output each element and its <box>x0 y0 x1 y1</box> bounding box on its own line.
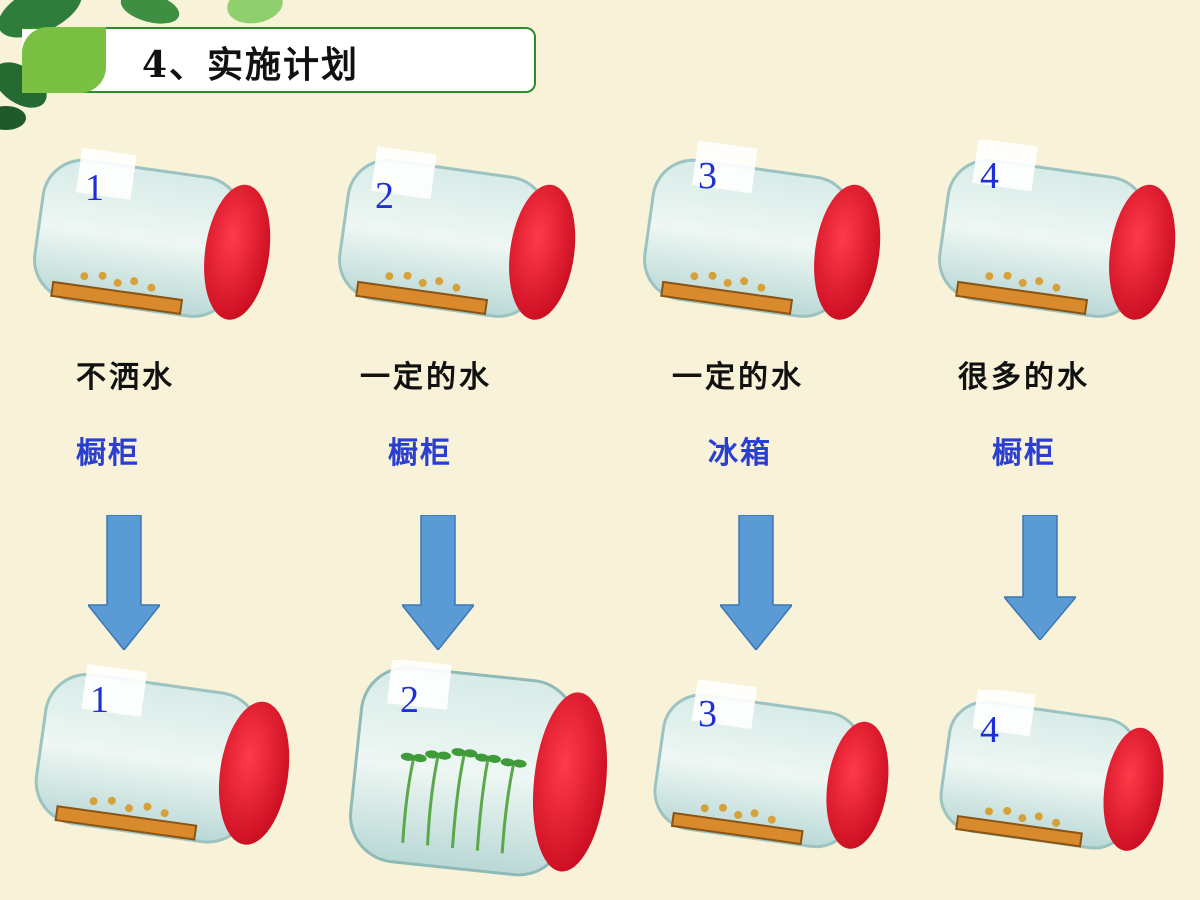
leaf-decoration <box>0 0 283 130</box>
bottom-jar-2: 2 <box>340 660 610 895</box>
location-label: 橱柜 <box>992 436 1056 471</box>
down-arrow-icon <box>1004 515 1076 640</box>
location-label: 橱柜 <box>388 436 452 471</box>
jar-number: 3 <box>698 693 717 735</box>
jar-icon: 2 <box>348 660 608 877</box>
jar-number: 3 <box>698 155 717 197</box>
location-label: 冰箱 <box>708 436 772 471</box>
down-arrow-icon <box>720 515 792 650</box>
location-label: 橱柜 <box>76 436 140 471</box>
bottom-jar-3: 3 <box>640 680 900 870</box>
jar-icon: 1 <box>33 147 271 320</box>
jar-icon: 4 <box>938 140 1176 320</box>
jar-number: 2 <box>400 679 419 721</box>
down-arrow-icon <box>88 515 160 650</box>
jar-icon: 2 <box>338 146 576 320</box>
down-arrow-icon <box>402 515 474 650</box>
slide-title: 4、实施计划 <box>142 44 360 86</box>
condition-label: 一定的水 <box>360 360 492 395</box>
top-jar-1: 1 <box>20 140 280 340</box>
condition-label: 一定的水 <box>672 360 804 395</box>
bottom-jar-4: 4 <box>928 690 1178 870</box>
jar-icon: 3 <box>643 140 881 320</box>
jar-number: 4 <box>980 155 999 197</box>
bottom-jar-1: 1 <box>20 660 300 860</box>
jar-icon: 1 <box>34 663 290 845</box>
jar-icon: 3 <box>653 680 889 849</box>
top-jar-3: 3 <box>630 140 890 340</box>
condition-label: 很多的水 <box>958 360 1090 395</box>
condition-label: 不洒水 <box>76 360 175 395</box>
jar-number: 4 <box>980 709 999 751</box>
jar-number: 1 <box>90 679 109 721</box>
title-bar <box>22 27 536 93</box>
top-jar-2: 2 <box>325 140 585 340</box>
jar-number: 1 <box>85 167 104 209</box>
top-jar-4: 4 <box>925 140 1185 340</box>
jar-icon: 4 <box>939 690 1164 851</box>
title-tab <box>22 27 106 93</box>
jar-number: 2 <box>375 175 394 217</box>
